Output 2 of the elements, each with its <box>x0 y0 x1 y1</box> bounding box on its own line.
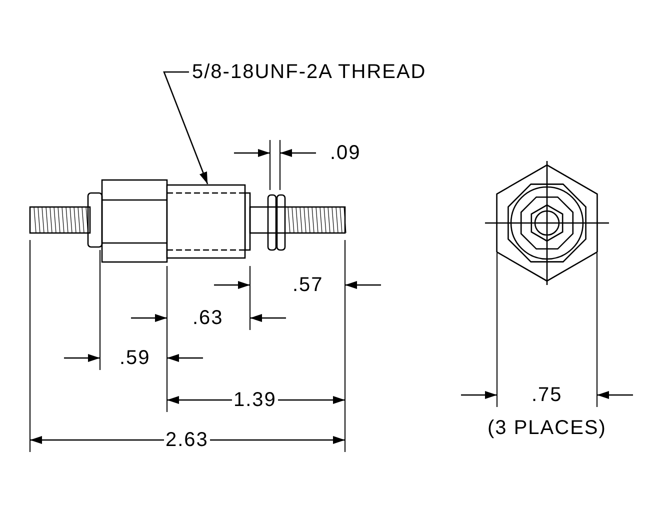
threaded-body <box>166 184 246 259</box>
leader-line <box>163 71 208 184</box>
